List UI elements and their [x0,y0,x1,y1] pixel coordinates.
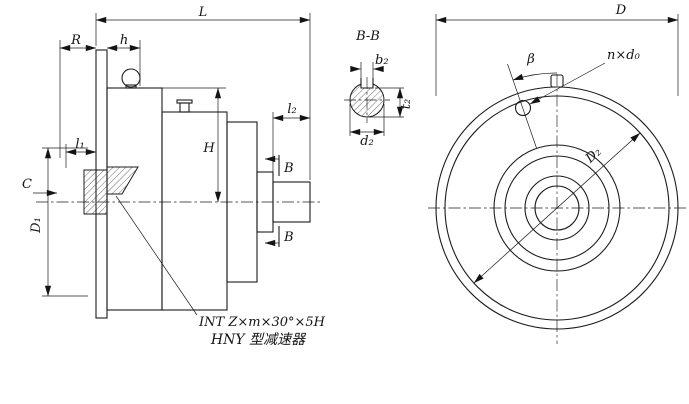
dim-label-t2: t₂ [399,99,414,109]
lifting-eye-front [550,74,564,88]
section-label-B-bottom: B [283,230,294,245]
dim-label-C: C [22,177,32,192]
input-section-hatch-wedge [106,166,139,195]
top-bolt-cap [176,99,193,104]
side-view: L R h l₁ C D₁ [22,5,326,330]
dim-R: R [59,33,97,158]
front-centerlines [428,74,689,344]
section-mark-top: B [264,155,294,176]
dim-label-l1: l₁ [75,137,84,152]
section-view-title: B-B [355,29,380,44]
dim-D-extensions [435,14,679,96]
annotation-leader-line [115,195,198,316]
callout-nd0: n×d₀ [529,48,641,105]
dim-D: D [435,3,679,96]
dim-label-beta: β [526,52,535,67]
dim-label-D: D [615,3,627,18]
dim-label-b2: b₂ [375,53,389,68]
output-shaft-outline [272,181,311,223]
dim-h: h [106,33,141,86]
spline-annotation: INT Z×m×30°×5H [198,315,326,330]
dim-label-H: H [202,141,215,156]
dim-label-L: L [198,5,208,20]
beta-arc [512,72,558,81]
input-section-hatch-block [83,169,108,215]
section-mark-bottom: B [264,226,294,247]
dim-C: C [22,177,58,197]
dim-label-h: h [120,33,128,48]
dim-b2: b₂ [350,53,389,80]
dim-L: L [95,5,311,180]
dim-label-R: R [70,33,81,48]
dim-b2-extensions [360,62,374,80]
dim-H: H [162,87,226,203]
drawing-caption: HNY 型减速器 [210,332,307,348]
section-label-B-top: B [283,161,294,176]
dim-D1-extensions [42,147,88,297]
dim-D1: D₁ [29,147,88,297]
section-view-bb: B-B b₂ t₂ d₂ [344,29,414,149]
dim-label-nd0: n×d₀ [607,48,641,63]
dim-t2: t₂ [369,87,414,118]
dim-label-l2: l₂ [287,102,296,117]
dim-label-d2: d₂ [360,134,374,149]
bolt-hole [514,99,532,117]
inner-rim-circle [444,95,670,321]
dim-l2: l₂ [272,102,311,180]
dim-l1: l₁ [65,137,97,168]
dim-label-D1: D₁ [29,217,44,234]
dim-d2: d₂ [349,104,385,149]
main-housing-outline [161,111,228,311]
front-view: D β n×d₀ D₂ [428,3,689,344]
section-centerlines [344,77,390,123]
lifting-eye [121,68,141,88]
top-bolt [179,102,190,113]
nd0-leader [529,62,606,105]
dim-D2-line [473,132,641,284]
lifting-eye-neck [125,84,137,89]
front-housing-outline [106,87,163,311]
dim-beta: β [507,52,558,149]
